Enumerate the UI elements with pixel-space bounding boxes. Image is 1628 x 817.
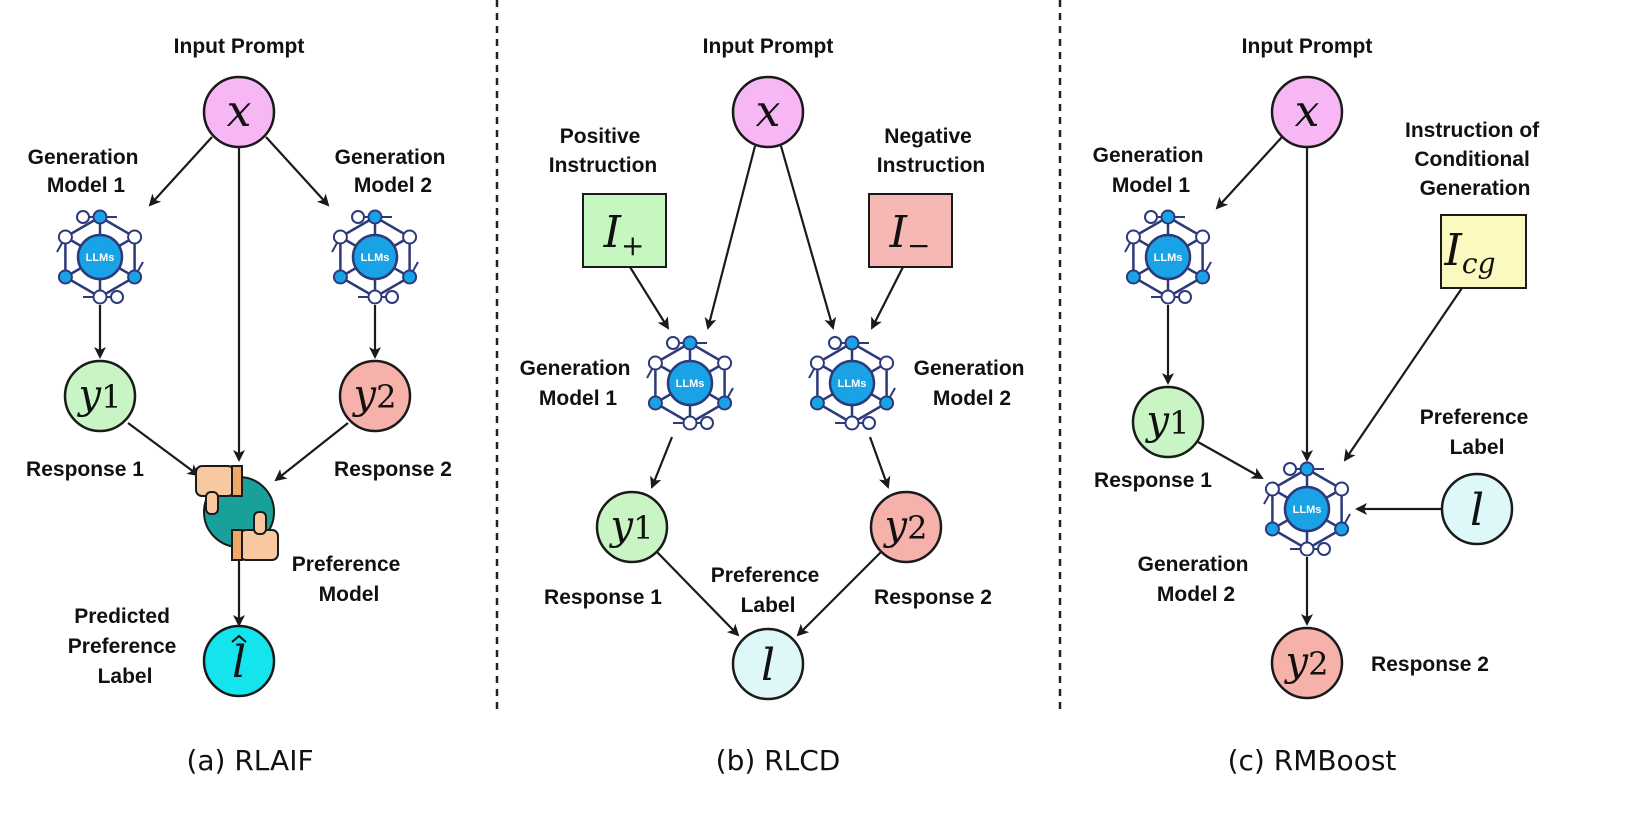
predicted-label-node — [202, 624, 276, 698]
gen-model-2-label: Generation Model 2 — [335, 146, 452, 197]
response-node-y2 — [869, 490, 943, 564]
input-prompt-label: Input Prompt — [174, 35, 305, 58]
llm-icon: LLMs — [330, 209, 420, 305]
arrow-x-to-gen2 — [779, 145, 837, 330]
input-prompt-label: Input Prompt — [1242, 35, 1373, 58]
negative-instruction-box — [868, 193, 953, 268]
input-node-x — [202, 75, 276, 149]
response-2-label: Response 2 — [874, 586, 992, 609]
input-var-x: x — [227, 86, 252, 137]
response-node-y1 — [63, 359, 137, 433]
arrow-gen1-to-y1 — [650, 436, 674, 489]
preference-label-label: Preference Label — [1420, 406, 1534, 459]
response-1-label: Response 1 — [544, 586, 662, 609]
conditional-instruction-box — [1440, 214, 1527, 289]
input-var-x: x — [756, 86, 781, 137]
svg-text:LLMs: LLMs — [361, 252, 390, 264]
svg-text:LLMs: LLMs — [1154, 252, 1183, 264]
gen-model-1-label: Generation Model 1 — [1093, 144, 1210, 197]
response-1-label: Response 1 — [1094, 469, 1212, 492]
conditional-instruction-label: Instruction of Conditional Generation — [1405, 119, 1545, 200]
response-var-y2: y2 — [352, 372, 397, 418]
input-node-x — [731, 75, 805, 149]
negative-instruction-label: Negative Instruction — [877, 125, 986, 177]
preference-label-var: l — [761, 640, 775, 691]
llm-icon: LLMs — [55, 209, 145, 305]
gen-model-2-label: Generation Model 2 — [914, 357, 1031, 410]
arrow-x-to-gen1 — [704, 145, 757, 330]
response-node-y1 — [1131, 385, 1205, 459]
response-2-label: Response 2 — [334, 458, 452, 481]
response-var-y1: y1 — [609, 503, 654, 549]
svg-text:LLMs: LLMs — [676, 378, 705, 390]
panel-rlcd: Input Prompt x Positive Instruction Nega… — [520, 35, 1031, 777]
arrow-y1-to-pref — [127, 422, 200, 477]
response-var-y1: y1 — [1145, 398, 1190, 444]
svg-text:LLMs: LLMs — [86, 252, 115, 264]
llm-icon: LLMs — [645, 335, 735, 431]
arrow-y1-to-gen2 — [1197, 441, 1264, 479]
gen-model-1-label: Generation Model 1 — [28, 146, 145, 197]
svg-text:LLMs: LLMs — [1293, 504, 1322, 516]
input-prompt-label: Input Prompt — [703, 35, 834, 58]
arrow-y2-to-l — [796, 551, 882, 637]
response-var-y2: y2 — [1284, 639, 1329, 685]
response-1-label: Response 1 — [26, 458, 144, 481]
panel-rlaif: Input Prompt x Generation Model 1 Genera… — [26, 35, 452, 777]
positive-instruction-label: Positive Instruction — [549, 125, 658, 177]
arrow-y1-to-l — [656, 551, 740, 637]
response-var-y2: y2 — [883, 503, 928, 549]
caption-rlaif: (a) RLAIF — [186, 744, 313, 777]
arrow-x-to-gen2 — [265, 136, 330, 207]
arrow-gen2-to-y2 — [868, 436, 891, 489]
arrow-x-to-gen1 — [148, 136, 213, 207]
predicted-label-var: l — [232, 637, 246, 688]
preference-label-label: Preference Label — [711, 564, 825, 617]
llm-icon: LLMs — [807, 335, 897, 431]
svg-text:LLMs: LLMs — [838, 378, 867, 390]
input-node-x — [1270, 75, 1344, 149]
arrow-ipos-to-gen1 — [629, 266, 670, 330]
input-var-x: x — [1295, 86, 1320, 137]
caption-rlcd: (b) RLCD — [716, 744, 841, 777]
caption-rmboost: (c) RMBoost — [1228, 744, 1397, 777]
conditional-instruction-var: Icg — [1444, 225, 1496, 280]
response-node-y2 — [338, 359, 412, 433]
preference-model-label: Preference Model — [292, 553, 406, 606]
arrow-icg-to-gen2 — [1343, 287, 1463, 462]
preference-label-node — [731, 627, 805, 701]
arrow-y2-to-pref — [274, 422, 349, 482]
panel-rmboost: Input Prompt x Generation Model 1 Instru… — [1093, 35, 1545, 777]
response-var-y1: y1 — [77, 372, 122, 418]
llm-icon: LLMs — [1262, 461, 1352, 557]
predicted-preference-label: Predicted Preference Label — [68, 605, 182, 688]
gen-model-1-label: Generation Model 1 — [520, 357, 637, 410]
arrow-ineg-to-gen2 — [871, 266, 904, 330]
response-node-y2 — [1270, 626, 1344, 700]
negative-instruction-var: I− — [889, 207, 931, 262]
response-2-label: Response 2 — [1371, 653, 1489, 676]
preference-label-var: l — [1470, 485, 1484, 536]
positive-instruction-box — [582, 193, 667, 268]
llm-icon: LLMs — [1123, 209, 1213, 305]
response-node-y1 — [595, 490, 669, 564]
positive-instruction-var: I+ — [603, 207, 645, 262]
preference-model-icon — [195, 465, 279, 561]
gen-model-2-label: Generation Model 2 — [1138, 553, 1255, 606]
hat-accent — [231, 634, 247, 643]
arrow-x-to-gen1 — [1215, 136, 1283, 210]
